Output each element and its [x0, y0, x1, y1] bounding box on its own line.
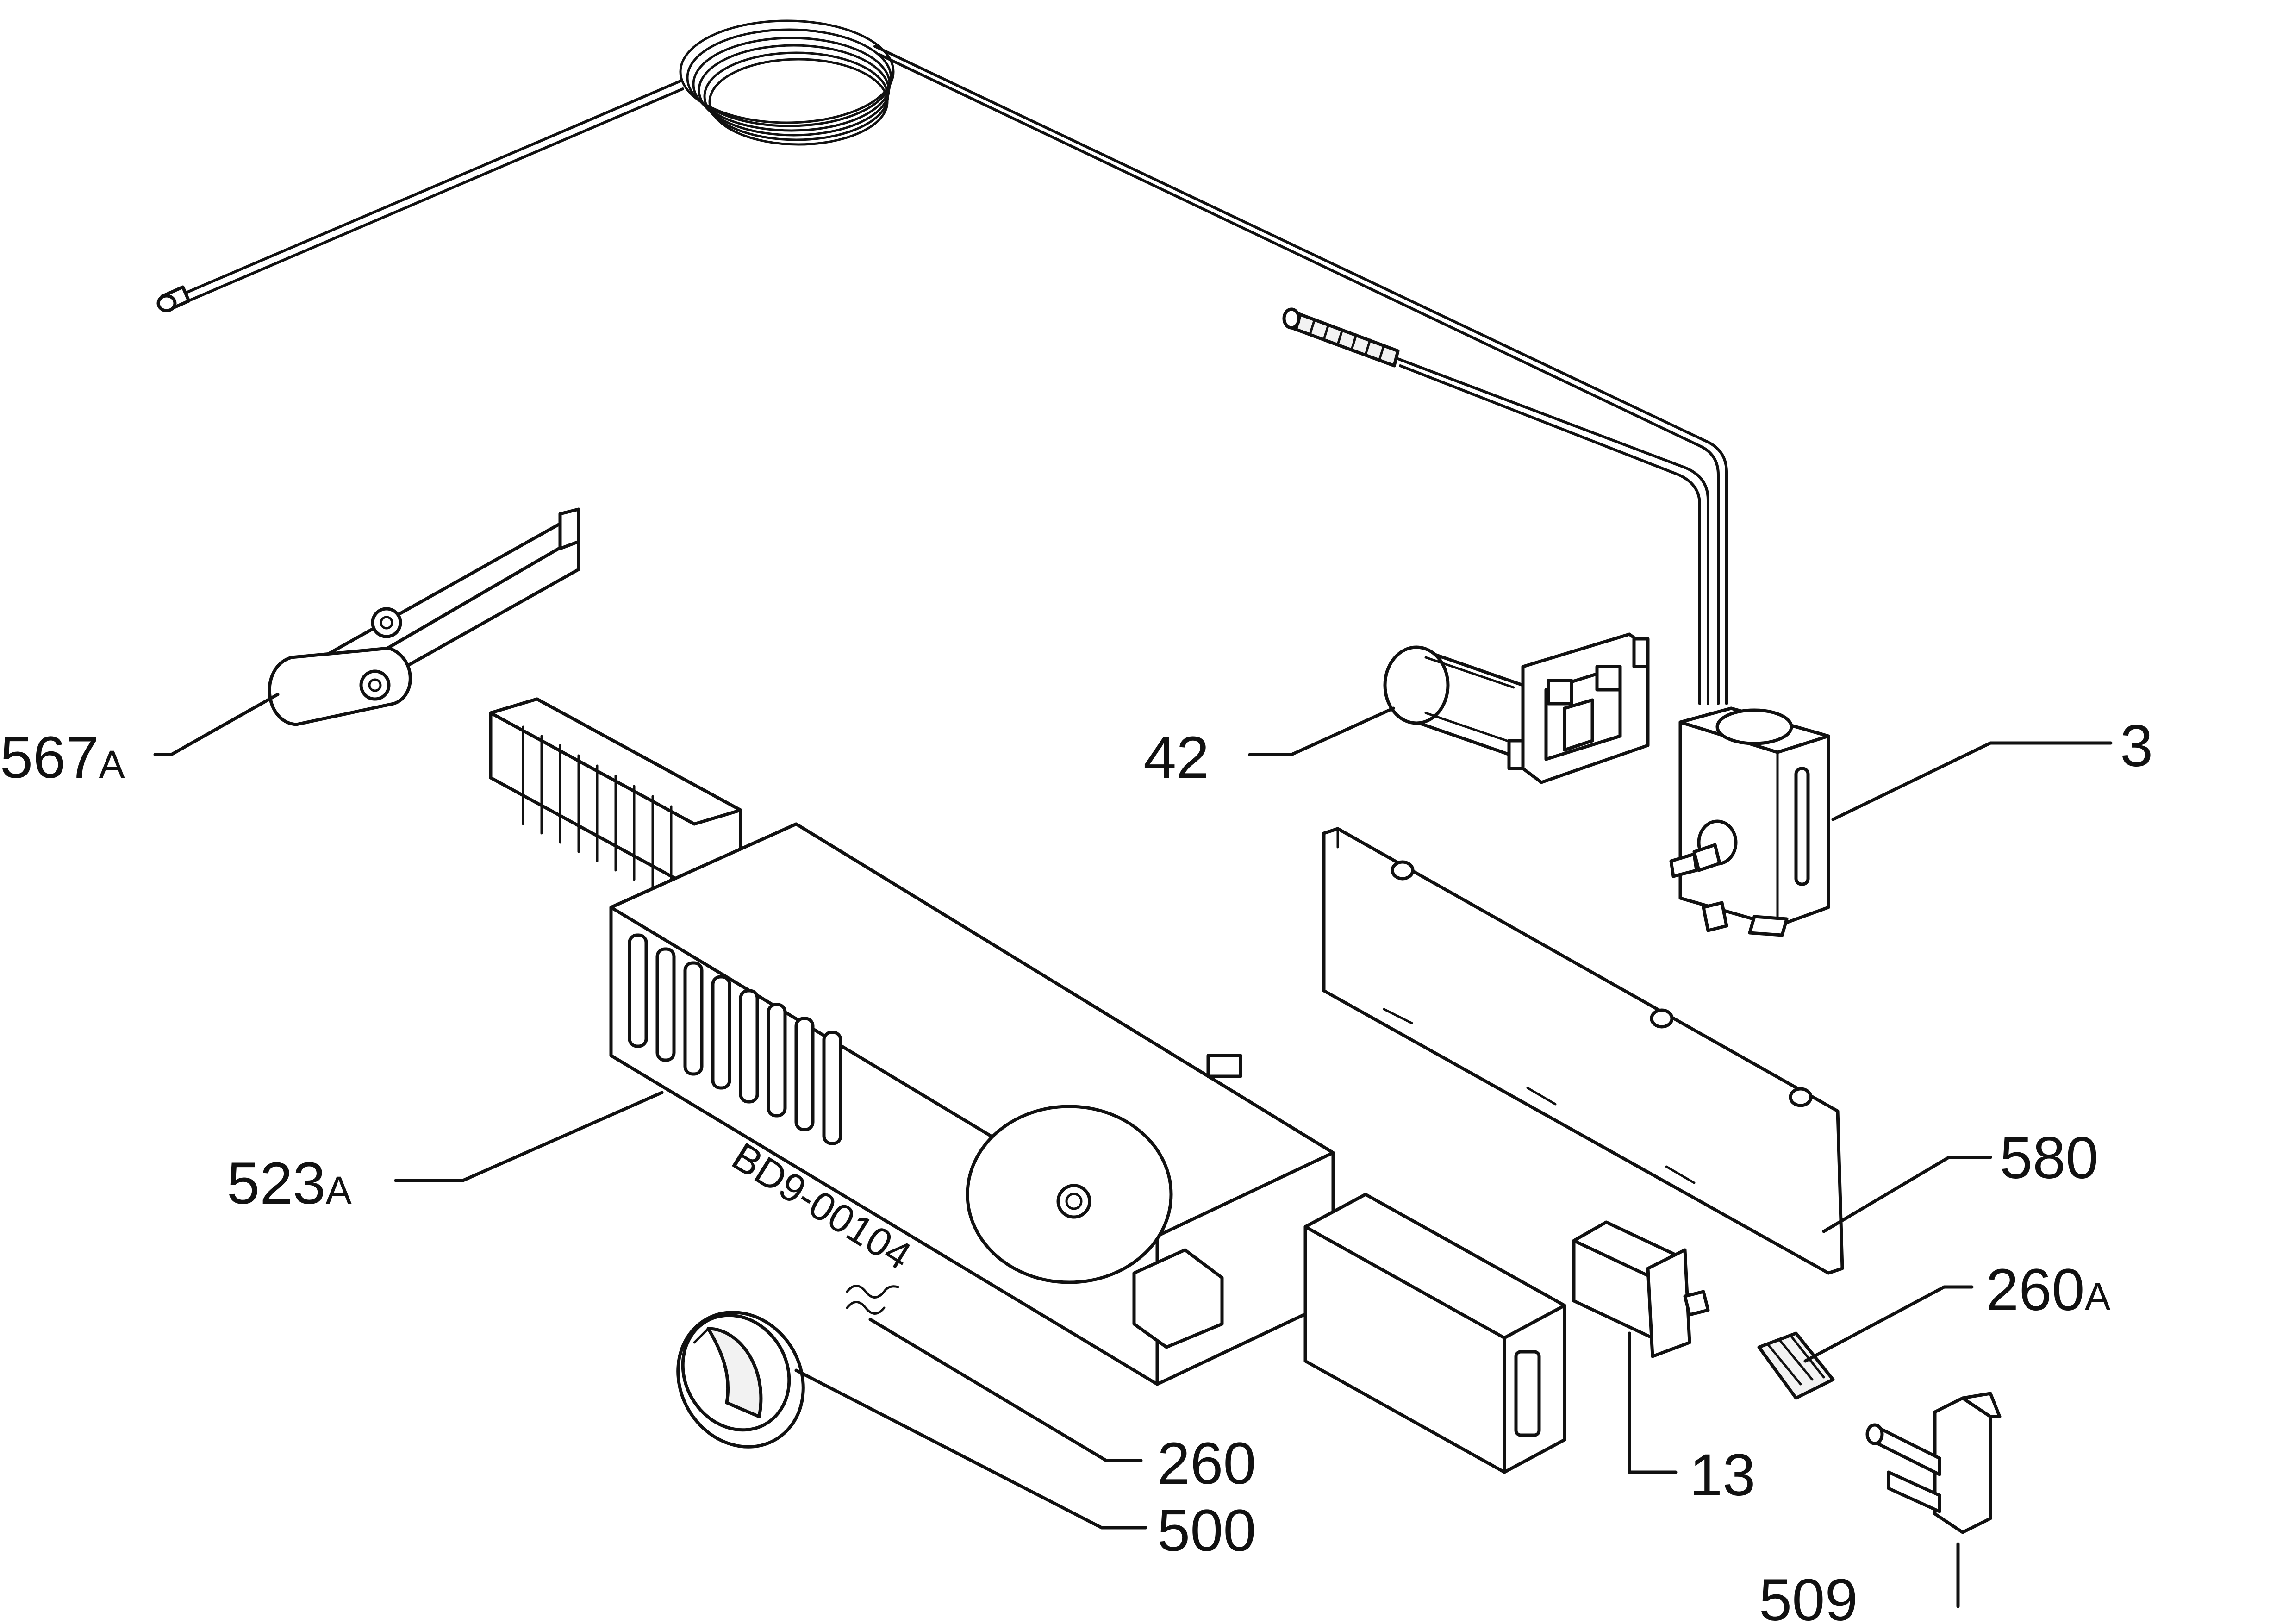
- callout-13: 13: [1690, 1442, 1755, 1508]
- callout-580: 580: [2000, 1125, 2099, 1191]
- part-580-cover-plate: [1322, 827, 1844, 1275]
- part-567a-bracket: [268, 507, 580, 726]
- callout-42: 42: [1143, 725, 1209, 791]
- part-13-switch: [1572, 1220, 1710, 1358]
- part-260-clip: [846, 1285, 899, 1315]
- front-fins: [628, 933, 842, 1145]
- part-42-lamp-holder: [1383, 632, 1650, 784]
- callout-260: 260: [1157, 1430, 1256, 1497]
- callout-260a: 260A: [1986, 1257, 2111, 1323]
- callout-509: 509: [1759, 1567, 1858, 1624]
- callout-labels: 567A 42 3 523A 580 260A 260 500 13 509: [0, 713, 2153, 1624]
- probe-spring: [1282, 307, 1709, 705]
- callout-3: 3: [2120, 713, 2153, 779]
- part-523a-housing: [489, 697, 1335, 1386]
- part-260a-spring: [1757, 1331, 1835, 1400]
- capillary-coil: [679, 19, 895, 146]
- part-500-knob: [676, 1311, 805, 1449]
- leader-lines: [153, 693, 2113, 1608]
- part-3-thermostat: [1669, 706, 1830, 937]
- capillary-tube: [156, 19, 1728, 705]
- lamp-cover: [1303, 1193, 1566, 1474]
- part-509-button: [1865, 1392, 2002, 1534]
- rear-fins: [522, 725, 673, 899]
- callout-567a: 567A: [0, 725, 125, 791]
- callout-500: 500: [1157, 1498, 1256, 1564]
- callout-523a: 523A: [227, 1150, 352, 1217]
